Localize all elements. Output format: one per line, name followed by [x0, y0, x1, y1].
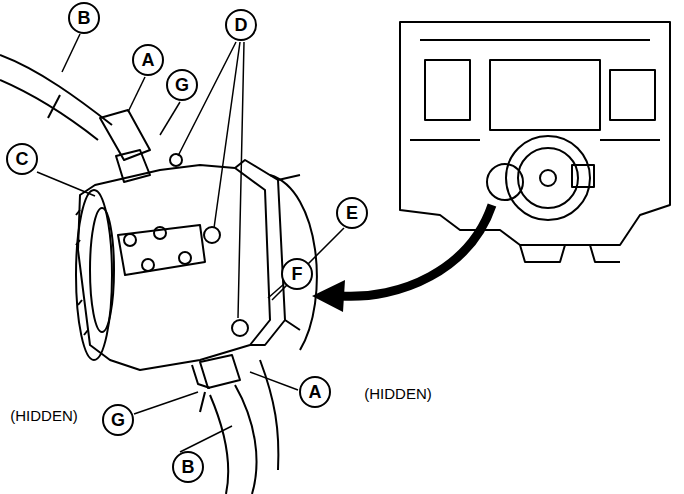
callout-letter: E [346, 204, 358, 222]
callout-circle: B [68, 2, 100, 34]
callout-circle: B [172, 451, 204, 483]
callout-circle: G [102, 404, 134, 436]
callout-circle: E [336, 197, 368, 229]
callout-letter: G [111, 411, 125, 429]
hidden-note: (HIDDEN) [9, 407, 79, 424]
callout-circle: F [281, 258, 313, 290]
hidden-note: (HIDDEN) [363, 385, 433, 402]
callout-circle: D [225, 9, 257, 41]
callout-letter: D [235, 16, 248, 34]
callout-circle: G [166, 69, 198, 101]
callout-circle: A [299, 376, 331, 408]
callout-letter: B [182, 458, 195, 476]
callout-letter: C [16, 150, 29, 168]
callout-letter: A [142, 51, 155, 69]
callout-letter: B [78, 9, 91, 27]
callout-circle: A [132, 44, 164, 76]
callout-letter: F [292, 265, 303, 283]
callout-letter: G [175, 76, 189, 94]
callout-circle: C [6, 143, 38, 175]
callout-letter: A [309, 383, 322, 401]
